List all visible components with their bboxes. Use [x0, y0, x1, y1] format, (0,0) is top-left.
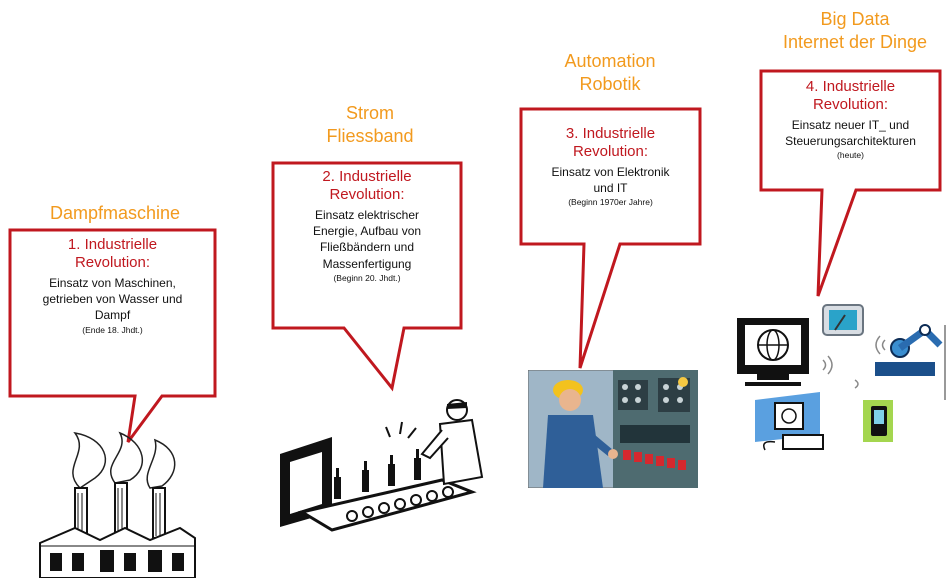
stage-2-body-line-3: Fließbändern und [319, 240, 415, 255]
stage-2-heading-line-2: Fliessband [326, 125, 414, 146]
stage-4-heading-line-1: Big Data [820, 9, 890, 29]
stage-1-heading-line-1: Dampfmaschine [49, 203, 181, 223]
stage-3-heading: Automation Robotik [535, 50, 685, 95]
stage-2-body-line-2: Energie, Aufbau von [312, 224, 422, 239]
stage-1-title-line-1: 1. Industrielle [67, 236, 158, 253]
stage-3-callout-box [519, 107, 702, 369]
stage-1-note: (Ende 18. Jhdt.) [82, 324, 143, 335]
stage-1-heading: Dampfmaschine [30, 202, 200, 225]
stage-3-note: (Beginn 1970er Jahre) [568, 197, 653, 208]
stage-4-title-line-1: 4. Industrielle [805, 78, 896, 95]
stage-4-heading: Big Data Internet der Dinge [760, 8, 950, 53]
stage-3-title-line-1: 3. Industrielle [565, 125, 656, 142]
stage-2-title-line-1: 2. Industrielle [322, 168, 412, 185]
stage-3-heading-line-1: Automation [564, 51, 656, 71]
stage-2-title-line-2: Revolution: [329, 186, 405, 203]
stage-1-body-line-3: Dampf [94, 308, 131, 323]
factory-icon [39, 431, 196, 578]
stage-2-body-line-4: Massenfertigung [322, 256, 412, 271]
stage-1-title-line-2: Revolution: [74, 254, 151, 271]
stage-4-body-line-1: Einsatz neuer IT_ und [791, 118, 910, 132]
stage-2-callout-box [271, 161, 463, 392]
stage-4-note: (heute) [837, 150, 864, 161]
stage-2-callout-text: 2. Industrielle Revolution: Einsatz elek… [273, 168, 461, 283]
stage-3-title-line-2: Revolution: [572, 143, 649, 160]
stage-1-body-line-2: getrieben von Wasser und [42, 292, 183, 307]
stage-4-body-line-2: Steuerungsarchitekturen [785, 134, 916, 149]
stage-2-note: (Beginn 20. Jhdt.) [333, 272, 401, 283]
stage-1-callout-box [8, 228, 217, 443]
stage-3-callout-text: 3. Industrielle Revolution: Einsatz von … [521, 125, 700, 207]
stage-2-heading-line-1: Strom [345, 103, 394, 123]
stage-4-title-line-2: Revolution: [812, 96, 889, 113]
stage-3-body-line-1: Einsatz von Elektronik [551, 165, 670, 179]
cropped-page-title [20, 0, 29, 11]
stage-2-heading: Strom Fliessband [295, 102, 445, 147]
stage-4-callout-text: 4. Industrielle Revolution: Einsatz neue… [761, 78, 940, 160]
control-panel-worker-icon [528, 370, 698, 488]
assembly-line-icon [280, 399, 484, 532]
stage-2-body-line-1: Einsatz elektrischer [314, 208, 420, 222]
connected-devices-icon [737, 304, 946, 451]
stage-4-callout-box [759, 69, 942, 297]
stage-3-heading-line-2: Robotik [579, 73, 641, 94]
stage-1-body-line-1: Einsatz von Maschinen, [49, 276, 176, 290]
stage-1-callout-text: 1. Industrielle Revolution: Einsatz von … [10, 236, 215, 335]
stage-3-body-line-2: und IT [593, 181, 628, 196]
stage-4-heading-line-2: Internet der Dinge [782, 31, 928, 52]
